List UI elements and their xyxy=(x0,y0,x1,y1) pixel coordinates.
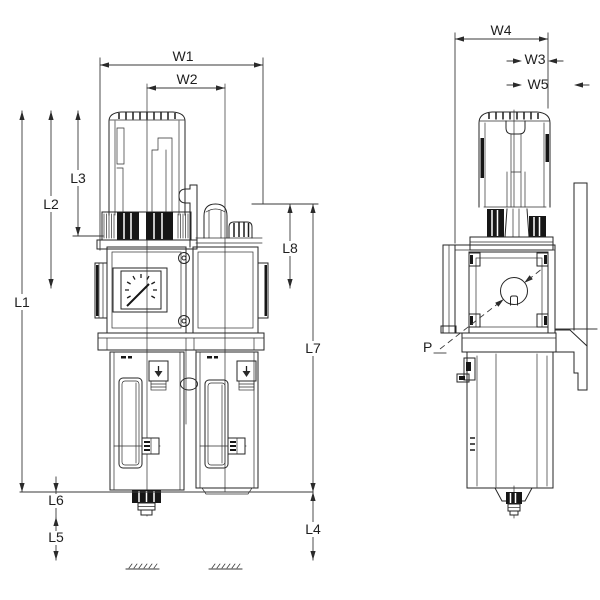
side-view: P xyxy=(423,109,598,519)
dim-label-w4: W4 xyxy=(491,22,512,38)
gauge-needle xyxy=(126,283,150,307)
dim-l4: L4 xyxy=(300,491,326,561)
dim-label-l2: L2 xyxy=(43,196,59,212)
bowl-latch xyxy=(456,357,476,383)
dim-label-l1: L1 xyxy=(14,294,30,310)
front-plate xyxy=(440,244,457,334)
dim-w2: W2 xyxy=(146,71,226,91)
dim-label-p: P xyxy=(423,339,432,355)
bowl-latch xyxy=(236,360,257,391)
knurl-ticks xyxy=(118,112,176,120)
dim-l1: L1 xyxy=(9,110,35,493)
knurl-ticks xyxy=(488,112,539,120)
dim-w5: W5 xyxy=(506,76,590,92)
sight-indicator xyxy=(199,437,247,455)
dim-l6-l5: L6 L5 xyxy=(43,476,69,561)
dim-label-w5: W5 xyxy=(528,76,549,92)
dim-label-w1: W1 xyxy=(173,48,194,64)
dim-label-l5: L5 xyxy=(48,529,64,545)
dim-l8: L8 xyxy=(277,203,303,289)
dim-label-l3: L3 xyxy=(70,170,86,186)
port-leader: P xyxy=(423,267,544,355)
dimensions: W1 W2 L1 L2 L3 xyxy=(9,22,590,570)
joint-screw-top xyxy=(178,252,190,264)
dim-label-w3: W3 xyxy=(525,51,546,67)
dim-w1: W1 xyxy=(99,48,264,251)
dim-w3: W3 xyxy=(506,51,564,67)
side-knob xyxy=(478,111,551,208)
bowl-connector xyxy=(180,349,198,425)
dim-l2: L2 xyxy=(38,110,64,289)
dim-label-l4: L4 xyxy=(305,521,321,537)
side-adjust-rings xyxy=(483,206,547,238)
left-port xyxy=(94,262,108,319)
filter-regulator-body xyxy=(94,246,269,334)
filter-bowl xyxy=(109,351,185,516)
dim-l3: L3 xyxy=(65,110,91,237)
joint-screw-bottom xyxy=(178,315,190,327)
lubricator-bowl xyxy=(195,351,259,495)
mounting-tab xyxy=(178,184,198,248)
right-port xyxy=(257,262,269,319)
oil-fill-plug xyxy=(195,203,263,244)
mounting-band xyxy=(97,332,265,351)
side-band xyxy=(461,332,557,353)
dim-label-l8: L8 xyxy=(282,240,298,256)
dim-w4: W4 xyxy=(454,22,549,244)
port-circle xyxy=(500,277,528,305)
drain-valve xyxy=(506,492,522,516)
corner-clips xyxy=(468,252,549,328)
latch-arrow-icon xyxy=(154,371,163,377)
drain-valve xyxy=(132,490,161,516)
latch-arrow-icon xyxy=(242,371,251,377)
pressure-gauge xyxy=(112,267,168,313)
sight-indicator xyxy=(113,437,161,455)
side-body xyxy=(454,244,556,334)
bowl-latch xyxy=(148,360,169,391)
front-view xyxy=(94,83,269,517)
wall-bracket xyxy=(554,182,588,391)
dim-label-w2: W2 xyxy=(177,71,198,87)
lock-ring xyxy=(96,211,198,250)
dim-l7: L7 xyxy=(300,203,326,493)
clearance-mark-right xyxy=(208,563,243,570)
side-bowl xyxy=(456,351,554,516)
dim-label-l7: L7 xyxy=(305,340,321,356)
dim-label-l6: L6 xyxy=(48,492,64,508)
clearance-mark-left xyxy=(125,563,160,570)
regulator-knob xyxy=(108,111,186,216)
